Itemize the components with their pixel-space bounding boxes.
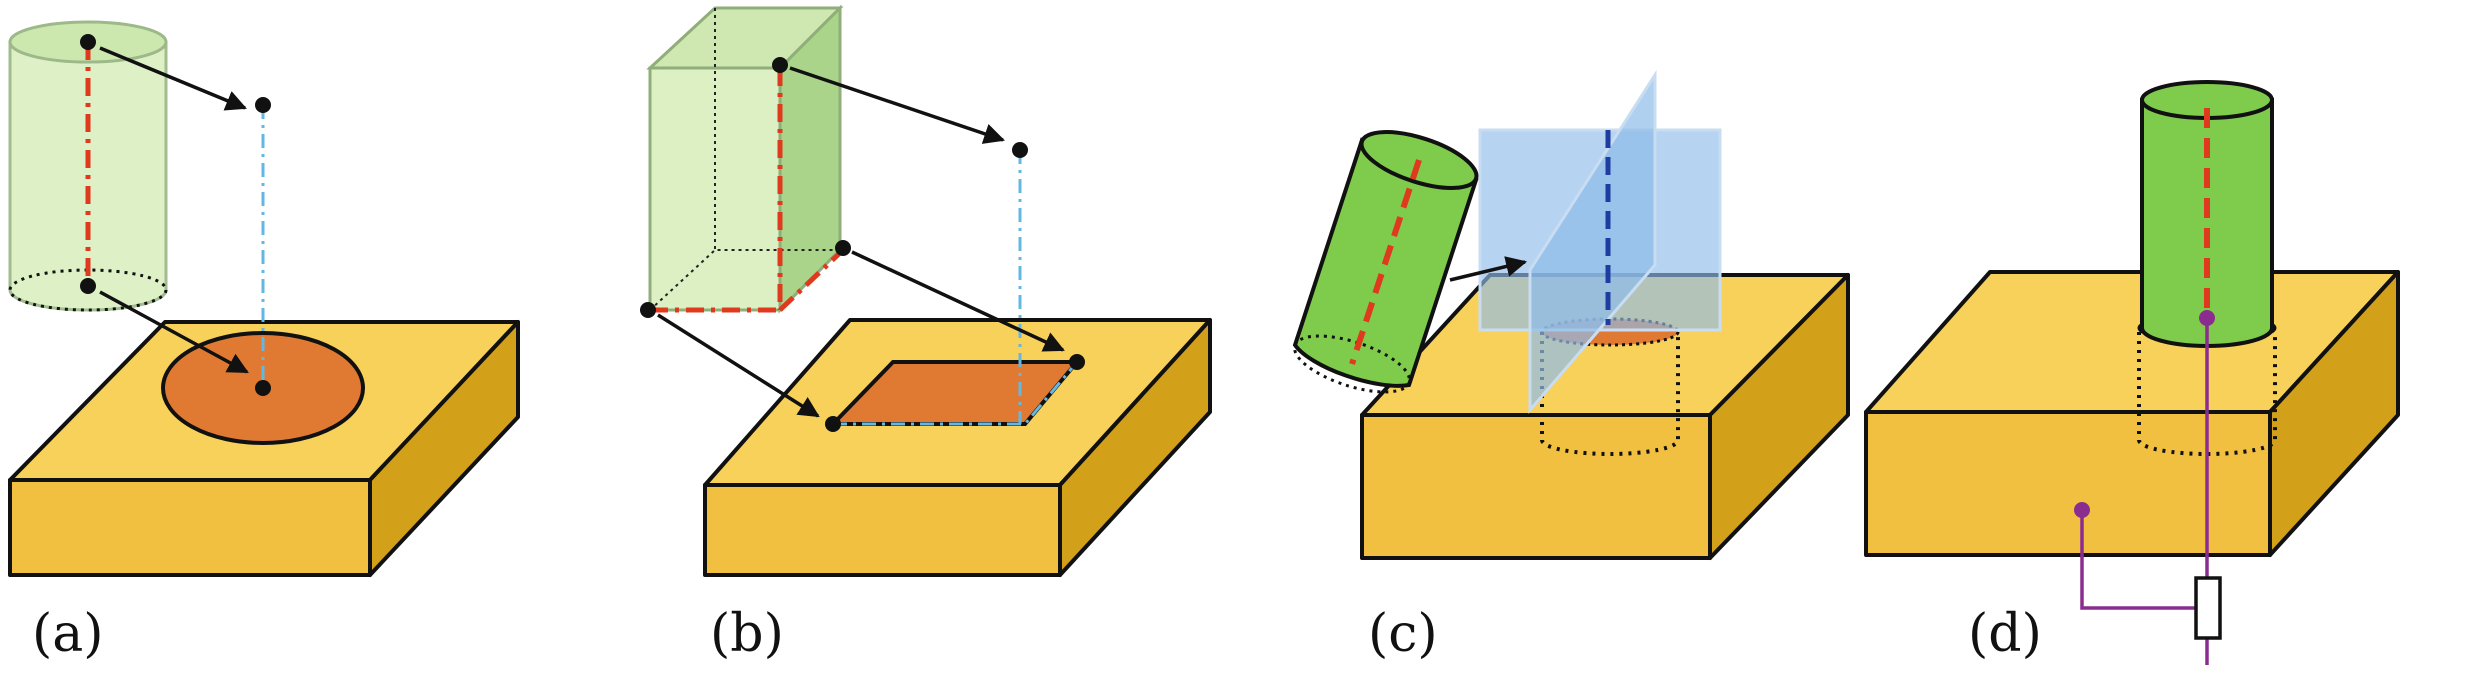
sensor-icon	[2080, 320, 2222, 665]
block-a-side	[368, 320, 520, 577]
panel-label-c: (c)	[1368, 604, 1438, 664]
panel-label-d: (d)	[1968, 604, 2042, 664]
cylinder-tool-d-icon	[2140, 80, 2274, 348]
panel-label-b: (b)	[710, 604, 784, 664]
contact-patch-square	[828, 360, 1082, 426]
tilted-cylinder-tool-icon	[1292, 130, 1479, 394]
block-c-side	[1708, 273, 1850, 560]
arrow-b-bottom	[657, 313, 820, 418]
block-d-side	[2268, 270, 2400, 557]
panel-b	[640, 4, 1212, 577]
arrow-a-bottom	[99, 290, 249, 374]
plane-vertical	[1528, 69, 1657, 415]
cylinder-tool-icon	[8, 20, 168, 312]
block-c-front	[1360, 413, 1712, 560]
panel-label-a: (a)	[32, 604, 104, 664]
arrow-b-top	[789, 66, 1005, 144]
panel-a	[8, 20, 520, 577]
arrow-b-middle	[851, 250, 1065, 352]
block-b-side	[1058, 318, 1212, 577]
arrow-c	[1449, 256, 1528, 282]
tool-axis-c	[1349, 159, 1422, 365]
block-b	[703, 318, 1212, 577]
block-d-front	[1864, 410, 2272, 557]
panel-c	[1292, 69, 1850, 560]
block-d	[1864, 270, 2400, 557]
block-a-front	[8, 478, 372, 577]
block-b-front	[703, 483, 1062, 577]
prism-tool-icon	[640, 4, 851, 318]
panel-d	[1864, 80, 2400, 665]
plane-icon	[1478, 69, 1722, 415]
sensor-box	[2194, 576, 2222, 640]
arrow-a-top	[99, 46, 247, 111]
